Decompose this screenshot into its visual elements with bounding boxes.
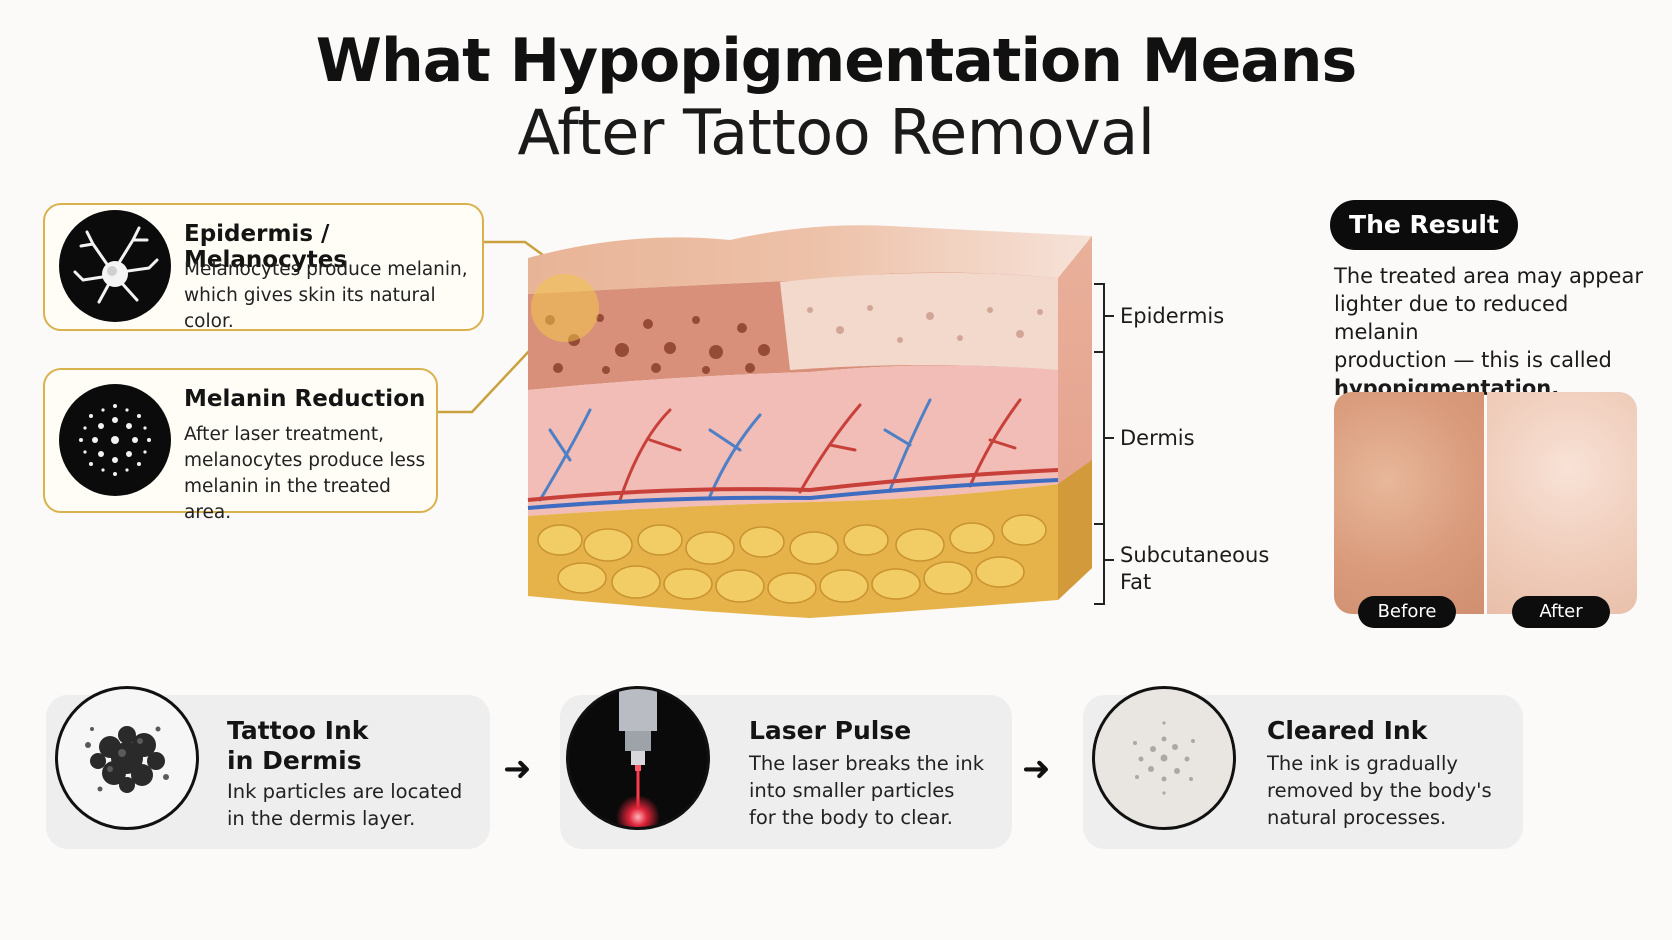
melanocyte-highlight xyxy=(531,274,599,342)
arrow-right-icon: ➜ xyxy=(1022,749,1051,789)
result-badge: The Result xyxy=(1330,200,1518,250)
step-title-line: in Dermis xyxy=(227,746,362,775)
layer-bracket xyxy=(1094,283,1114,605)
step-text-line: into smaller particles xyxy=(749,779,955,802)
layer-label-dermis: Dermis xyxy=(1120,426,1195,450)
laser-icon xyxy=(566,686,710,830)
melanin-dots-icon xyxy=(59,384,171,496)
callout-epidermis-melanocytes: Epidermis / Melanocytes Melanocytes prod… xyxy=(43,203,484,332)
step-text-line: The laser breaks the ink xyxy=(749,752,985,775)
result-text-line: lighter due to reduced melanin xyxy=(1334,292,1569,344)
callout-text-line: After laser treatment, xyxy=(184,424,384,445)
layer-label-fat: Fat xyxy=(1120,570,1152,594)
callout-title: Melanin Reduction xyxy=(184,386,426,412)
callout-text-line: melanocytes produce less xyxy=(184,450,426,471)
skin-cross-section xyxy=(527,225,1092,618)
step-text-line: for the body to clear. xyxy=(749,806,953,829)
callout-text-line: Melanocytes produce melanin, xyxy=(184,259,468,280)
callout-melanin-reduction: Melanin Reduction After laser treatment,… xyxy=(43,368,438,523)
ink-cluster-icon xyxy=(55,686,199,830)
step-title-cleared-ink: Cleared Ink xyxy=(1267,716,1428,745)
before-photo xyxy=(1334,392,1484,614)
step-text-line: The ink is gradually xyxy=(1267,752,1458,775)
callout-title: Epidermis / Melanocytes xyxy=(184,221,347,273)
after-photo xyxy=(1487,392,1637,614)
after-label: After xyxy=(1512,596,1610,628)
result-text-line: The treated area may appear xyxy=(1334,264,1643,288)
result-text-line: production — this is called xyxy=(1334,348,1612,372)
step-title-laser-pulse: Laser Pulse xyxy=(749,716,912,745)
layer-label-subcutaneous: Subcutaneous xyxy=(1120,543,1270,567)
result-description: The treated area may appear lighter due … xyxy=(1334,262,1652,402)
skin-surface xyxy=(528,225,1092,294)
callout-text-line: which gives skin its natural color. xyxy=(184,285,436,332)
cleared-particles-icon xyxy=(1092,686,1236,830)
page-title: What Hypopigmentation Means xyxy=(315,26,1357,96)
step-text-line: in the dermis layer. xyxy=(227,807,416,830)
melanocyte-icon xyxy=(59,210,171,322)
layer-label-epidermis: Epidermis xyxy=(1120,304,1225,328)
arrow-right-icon: ➜ xyxy=(503,749,532,789)
callout-text-line: melanin in the treated area. xyxy=(184,476,391,523)
step-text-line: natural processes. xyxy=(1267,806,1447,829)
step-text-line: Ink particles are located xyxy=(227,780,463,803)
page-subtitle: After Tattoo Removal xyxy=(517,96,1155,169)
before-label: Before xyxy=(1358,596,1456,628)
step-text-line: removed by the body's xyxy=(1267,779,1492,802)
step-title-line: Tattoo Ink xyxy=(227,716,369,745)
